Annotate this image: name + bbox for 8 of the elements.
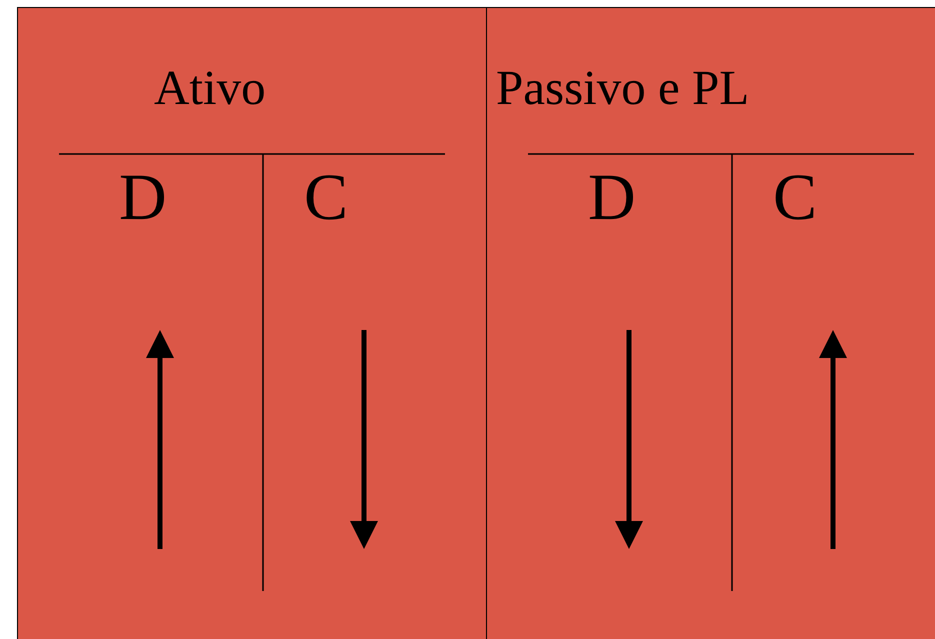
account-heading: Ativo [154,63,266,112]
account-heading: Passivo e PL [496,63,750,112]
account-panel [486,7,935,639]
column-label: D [588,165,636,231]
account-panel [17,7,486,639]
column-label: C [304,165,348,231]
column-label: C [773,165,818,231]
column-label: D [119,165,167,231]
